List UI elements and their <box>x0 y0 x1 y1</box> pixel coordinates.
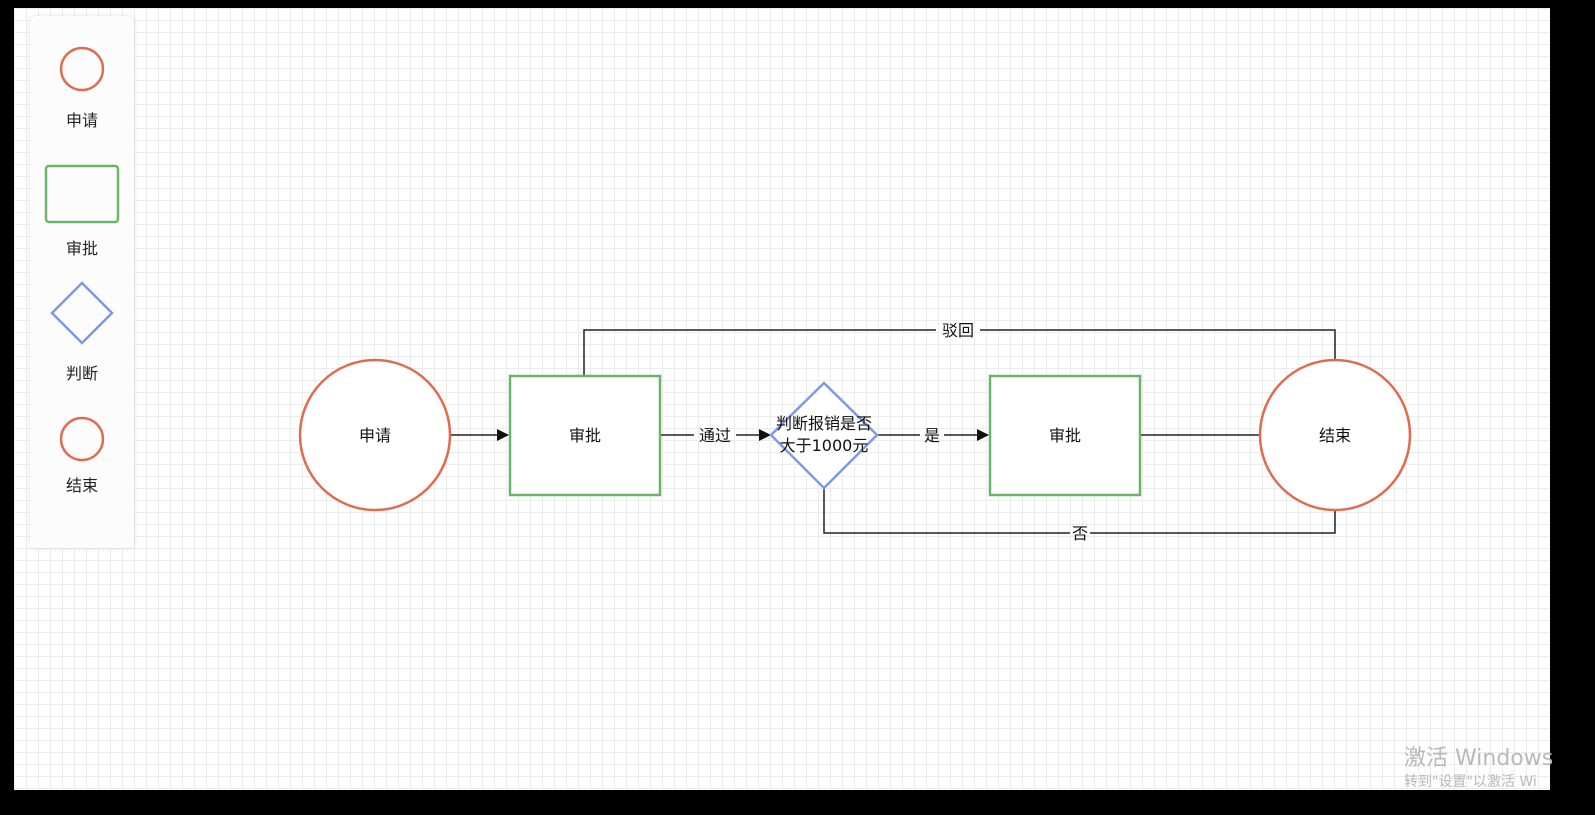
node-approve-1[interactable]: 审批 <box>508 374 662 497</box>
node-decision-label-line2: 大于1000元 <box>780 436 869 455</box>
activation-watermark-title: 激活 Windows <box>1404 746 1554 771</box>
diagram-canvas[interactable]: 申请 审批 判断 结束 <box>14 8 1550 790</box>
palette-circle-end[interactable] <box>30 416 134 468</box>
palette-label-start: 申请 <box>65 111 98 130</box>
edge-label-pass: 通过 <box>699 426 731 445</box>
palette-circle-start[interactable] <box>30 46 134 98</box>
end-circle <box>1258 358 1412 512</box>
decision-diamond <box>769 381 879 490</box>
edge-label-no: 否 <box>1072 524 1088 543</box>
activation-watermark-subtitle: 转到"设置"以激活 Wi <box>1404 774 1537 790</box>
node-end-label: 结束 <box>1319 426 1351 445</box>
edge-no-right[interactable] <box>1090 511 1336 534</box>
palette-label-approve: 审批 <box>65 239 98 258</box>
node-approve-2[interactable]: 审批 <box>988 374 1142 497</box>
approve-rect-1 <box>508 374 662 497</box>
edge-reject-right[interactable] <box>980 329 1336 360</box>
edge-reject-left[interactable] <box>583 329 936 375</box>
shape-palette: 申请 审批 判断 结束 <box>30 16 134 548</box>
edge-label-reject: 驳回 <box>942 321 974 340</box>
diamond-shape-icon <box>50 281 114 345</box>
node-decision-label-line1: 判断报销是否 <box>776 414 872 433</box>
circle-shape-icon <box>59 416 105 462</box>
palette-rect-approve[interactable] <box>30 164 134 230</box>
node-approve-1-label: 审批 <box>569 426 601 445</box>
palette-label-end: 结束 <box>65 476 98 495</box>
node-approve-2-label: 审批 <box>1049 426 1081 445</box>
node-decision[interactable]: 判断报销是否 大于1000元 <box>769 381 879 490</box>
rect-shape-icon <box>44 164 120 224</box>
node-start-label: 申请 <box>359 426 391 445</box>
start-circle <box>298 358 452 512</box>
circle-shape-icon <box>59 46 105 92</box>
approve-rect-2 <box>988 374 1142 497</box>
flow-diagram: 申请 审批 判断报销是否 大于1000元 审批 结束 通过 是 否 驳回 <box>298 321 1412 543</box>
edge-no-left[interactable] <box>823 488 1070 534</box>
palette-label-decision: 判断 <box>65 364 98 383</box>
node-start[interactable]: 申请 <box>298 358 452 512</box>
edge-label-yes: 是 <box>924 426 940 445</box>
palette-diamond-decision[interactable] <box>30 281 134 349</box>
node-end[interactable]: 结束 <box>1258 358 1412 512</box>
